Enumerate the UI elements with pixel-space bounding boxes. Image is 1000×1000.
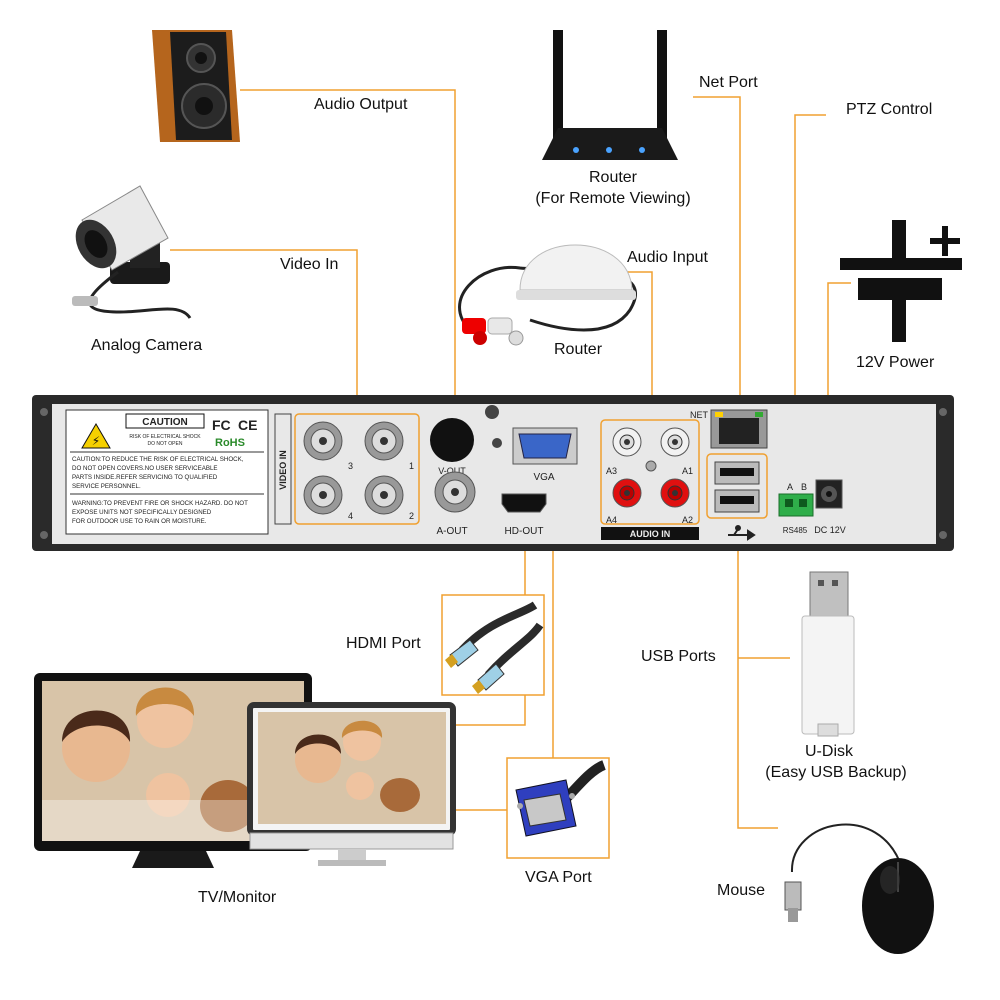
bnc-connector-2 [364,475,404,515]
rohs-mark: RoHS [215,437,245,449]
line-net-port [693,96,741,415]
a-out-connector [434,471,476,513]
rca-connector-a2 [660,478,690,508]
svg-text:1: 1 [409,461,414,471]
power-symbol [840,220,962,342]
router-device [542,30,678,160]
analog-camera-label: Analog Camera [91,337,203,354]
caution-lines-line: PARTS INSIDE.REFER SERVICING TO QUALIFIE… [72,474,218,481]
warning-lines-line: EXPOSE UNITS NOT SPECIFICALLY DESIGNED [72,509,212,516]
tv-monitor-large [34,673,312,868]
monitor-small [247,702,456,866]
line-audio-input [622,271,653,420]
rca-connector-a3 [612,427,642,457]
svg-text:A4: A4 [606,515,617,525]
video-in-label: VIDEO IN [278,450,288,490]
bnc-connectors [303,421,404,515]
caution-lines-line: CAUTION:TO REDUCE THE RISK OF ELECTRICAL… [72,456,244,463]
ce-mark: CE [238,417,257,433]
speaker-device [152,30,240,142]
hd-out-label: HD-OUT [505,526,544,537]
svg-text:V-OUT: V-OUT [438,466,466,476]
rca-connector-a1 [660,427,690,457]
svg-text:A3: A3 [606,466,617,476]
microphone-caption-label: Router [554,341,603,358]
u-disk-sub-label: (Easy USB Backup) [765,764,907,781]
line-usb [737,520,778,829]
audio-input-label: Audio Input [627,249,708,266]
usb-port-1 [714,461,760,485]
net-label: NET [690,410,709,420]
vga-cable-device [506,757,610,859]
camera-device [72,185,192,319]
audio-output-label: Audio Output [314,96,408,113]
v-out-port [430,418,474,462]
vga-port-label: VGA Port [525,869,592,886]
line-hdmi-monitor [457,695,526,726]
caution-lines-line: SERVICE PERSONNEL. [72,483,141,490]
usb-symbol-icon [728,525,756,541]
usb-port-2 [714,489,760,513]
rca-connectors [612,427,690,508]
u-disk-device [801,571,855,737]
u-disk-label: U-Disk [805,743,853,760]
router-title-label: Router [588,169,638,186]
warning-lines-line: FOR OUTDOOR USE TO RAIN OR MOISTURE. [72,518,207,525]
line-ptz-control [794,114,826,488]
vga-panel-label: VGA [533,472,554,483]
warning-lines-line: WARNING:TO PREVENT FIRE OR SHOCK HAZARD.… [72,500,248,507]
bnc-connector-3 [303,421,343,461]
mouse-label: Mouse [717,882,766,899]
router-subtitle-label: (For Remote Viewing) [535,190,691,207]
rs485-label: RS485 [783,526,808,535]
bnc-connector-1 [364,421,404,461]
dvr-rear-panel: ⚡ CAUTION RISK OF ELECTRICAL SHOCK DO NO… [32,395,954,551]
usb-group [706,453,768,519]
svg-text:2: 2 [409,511,414,521]
caution-lines-line: DO NOT OPEN COVERS.NO USER SERVICEABLE [72,465,218,472]
svg-text:⚡: ⚡ [92,434,100,448]
ptz-control-label: PTZ Control [846,101,933,118]
bnc-connector-4 [303,475,343,515]
svg-text:A2: A2 [682,515,693,525]
video-in-group [294,413,420,525]
svg-text:3: 3 [348,461,353,471]
vga-connector [512,427,578,465]
svg-text:4: 4 [348,511,353,521]
svg-text:DO NOT OPEN: DO NOT OPEN [148,441,183,447]
rca-connector-a4 [612,478,642,508]
mouse-device [784,823,934,954]
svg-text:B: B [801,482,807,492]
net-port-label: Net Port [699,74,758,91]
rs485-terminal [778,493,814,517]
usb-ports-label: USB Ports [641,648,716,665]
hdmi-cable-device [441,594,545,696]
hdmi-connector [501,493,547,513]
svg-text:A1: A1 [682,466,693,476]
audio-in-group [600,419,700,525]
line-audio-output [240,89,456,488]
line-video-in [170,249,358,416]
a-out-label: A-OUT [436,526,467,537]
audio-in-label: AUDIO IN [630,529,671,539]
dc12v-label: DC 12V [814,525,846,535]
microphone-device [458,244,637,346]
video-in-label: Video In [280,256,339,273]
power-12v-label: 12V Power [856,354,935,371]
caution-title: CAUTION [142,417,188,428]
fcc-mark: FC [212,417,231,433]
tv-monitor-label: TV/Monitor [198,889,277,906]
svg-text:A: A [787,482,793,492]
svg-text:RISK OF ELECTRICAL SHOCK: RISK OF ELECTRICAL SHOCK [129,434,201,440]
caution-text: CAUTION:TO REDUCE THE RISK OF ELECTRICAL… [72,456,244,490]
warning-text: WARNING:TO PREVENT FIRE OR SHOCK HAZARD.… [72,500,248,525]
hdmi-port-label: HDMI Port [346,635,421,652]
